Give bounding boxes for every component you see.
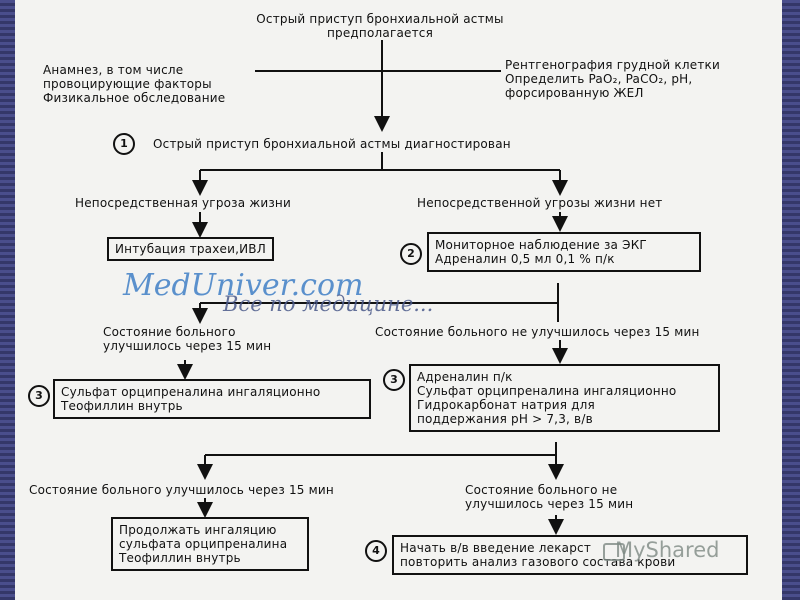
step3-right-line2: Сульфат орципреналина ингаляционно: [417, 384, 677, 398]
left-note-line2: провоцирующие факторы: [43, 77, 212, 91]
step1-number-badge: 1: [113, 133, 135, 155]
improved-left-label: Состояние больного улучшилось через 15 м…: [103, 325, 271, 353]
step3-left-line1: Сульфат орципреналина ингаляционно: [61, 385, 321, 399]
flowchart-canvas: Острый приступ бронхиальной астмы предпо…: [15, 0, 782, 600]
improved-left-line1: Состояние больного: [103, 325, 236, 339]
slide-border-right: [782, 0, 800, 600]
share-watermark: MyShared: [615, 538, 720, 562]
improved-lower-label: Состояние больного улучшилось через 15 м…: [29, 483, 334, 497]
step4-box: Начать в/в введение лекарст повторить ан…: [392, 535, 748, 575]
step2-box: Мониторное наблюдение за ЭКГ Адреналин 0…: [427, 232, 701, 272]
step4-line2: повторить анализ газового состава крови: [400, 555, 676, 569]
not-improved-right-label: Состояние больного не улучшилось через 1…: [375, 325, 700, 339]
top-title: Острый приступ бронхиальной астмы предпо…: [215, 12, 545, 40]
branch-left-label: Непосредственная угроза жизни: [75, 196, 291, 210]
intubation-box: Интубация трахеи,ИВЛ: [107, 237, 274, 261]
left-note-line3: Физикальное обследование: [43, 91, 226, 105]
step4-line1: Начать в/в введение лекарст: [400, 541, 592, 555]
improved-left-line2: улучшилось через 15 мин: [103, 339, 272, 353]
flowchart-connectors: [177, 40, 568, 535]
step2-line2: Адреналин 0,5 мл 0,1 % п/к: [435, 252, 615, 266]
step3-left-line2: Теофиллин внутрь: [61, 399, 183, 413]
continue-line1: Продолжать ингаляцию: [119, 523, 277, 537]
step1-text: Острый приступ бронхиальной астмы диагно…: [153, 137, 511, 151]
site-watermark: MedUniver.com: [123, 268, 364, 303]
share-logo-icon: [603, 543, 625, 561]
not-improved-lower-line2: улучшилось через 15 мин: [465, 497, 634, 511]
continue-box: Продолжать ингаляцию сульфата орципренал…: [111, 517, 309, 571]
left-note-line1: Анамнез, в том числе: [43, 63, 184, 77]
tagline-watermark: Все по медицине...: [223, 292, 434, 316]
right-note-line2: Определить PaO₂, PaCO₂, pH,: [505, 72, 693, 86]
not-improved-lower-line1: Состояние больного не: [465, 483, 618, 497]
top-title-line1: Острый приступ бронхиальной астмы: [256, 12, 504, 26]
top-title-line2: предполагается: [326, 26, 433, 40]
step3-left-box: Сульфат орципреналина ингаляционно Теофи…: [53, 379, 371, 419]
step3-right-box: Адреналин п/к Сульфат орципреналина инга…: [409, 364, 720, 432]
slide-border-left: [0, 0, 15, 600]
intubation-text: Интубация трахеи,ИВЛ: [115, 242, 266, 256]
right-note-line1: Рентгенография грудной клетки: [505, 58, 720, 72]
not-improved-lower-label: Состояние больного не улучшилось через 1…: [465, 483, 633, 511]
step2-line1: Мониторное наблюдение за ЭКГ: [435, 238, 647, 252]
right-note: Рентгенография грудной клетки Определить…: [505, 58, 720, 100]
step3-right-line1: Адреналин п/к: [417, 370, 513, 384]
step3-left-number-badge: 3: [28, 385, 50, 407]
step3-right-line3: Гидрокарбонат натрия для: [417, 398, 595, 412]
continue-line3: Теофиллин внутрь: [119, 551, 241, 565]
step2-number-badge: 2: [400, 243, 422, 265]
right-note-line3: форсированную ЖЕЛ: [505, 86, 644, 100]
branch-right-label: Непосредственной угрозы жизни нет: [417, 196, 663, 210]
step4-number-badge: 4: [365, 540, 387, 562]
step3-right-line4: поддержания pH > 7,3, в/в: [417, 412, 593, 426]
continue-line2: сульфата орципреналина: [119, 537, 288, 551]
step3-right-number-badge: 3: [383, 369, 405, 391]
left-note: Анамнез, в том числе провоцирующие факто…: [43, 63, 225, 105]
